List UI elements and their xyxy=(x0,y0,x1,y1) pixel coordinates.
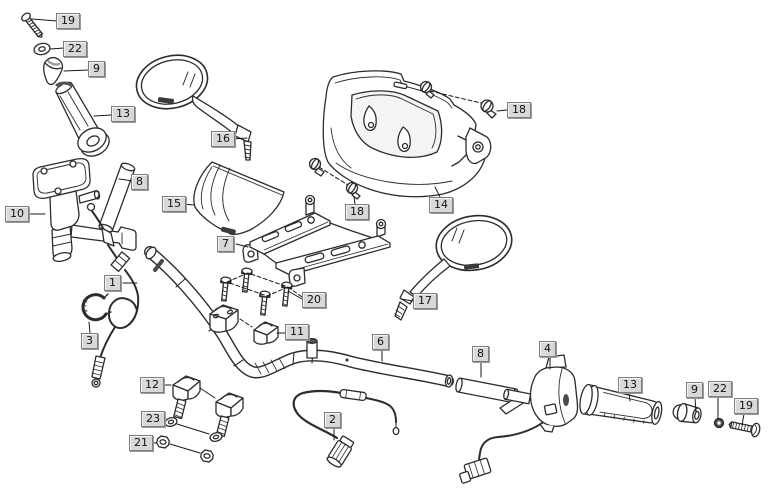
callout-windscreen[interactable]: 15 xyxy=(162,196,186,212)
callout-washer-right[interactable]: 22 xyxy=(708,381,732,397)
callout-bracket[interactable]: 7 xyxy=(217,236,234,252)
windscreen-15-icon xyxy=(193,161,285,236)
callout-clamp-bolts[interactable]: 20 xyxy=(302,292,326,308)
callout-washers[interactable]: 23 xyxy=(141,411,165,427)
callout-handlebar[interactable]: 6 xyxy=(372,334,389,350)
callout-tube-left[interactable]: 8 xyxy=(131,174,148,190)
callout-screw-top-left[interactable]: 19 xyxy=(56,13,80,29)
holders-11-icon xyxy=(209,304,279,345)
callout-nuts[interactable]: 21 xyxy=(129,435,153,451)
washers-23-icon xyxy=(164,417,223,442)
washer-22-right-icon xyxy=(713,417,725,429)
callout-upper-holders[interactable]: 11 xyxy=(285,324,309,340)
screw-19-left-icon xyxy=(21,12,43,38)
bracket-7-icon xyxy=(242,194,391,287)
mirror-17-icon xyxy=(394,214,513,321)
callout-mirror-right[interactable]: 17 xyxy=(413,293,437,309)
grip-13-right-icon xyxy=(579,383,663,425)
callout-cable-bottom[interactable]: 2 xyxy=(324,412,341,428)
grip-end-9-right-icon xyxy=(672,402,702,424)
callout-lower-holders[interactable]: 12 xyxy=(140,377,164,393)
switch-4-icon xyxy=(459,354,579,484)
grip-13-left-icon xyxy=(55,81,110,157)
cable-2-icon xyxy=(292,388,400,468)
clip-3-icon xyxy=(81,293,112,322)
bolts-18-left-icon xyxy=(308,157,361,200)
nuts-21-icon xyxy=(156,435,214,463)
callout-master-cylinder[interactable]: 10 xyxy=(5,206,29,222)
callout-mirror-left[interactable]: 16 xyxy=(211,131,235,147)
tube-8-left-icon xyxy=(98,162,136,233)
cover-14-icon xyxy=(322,70,492,198)
callout-washer-top-left[interactable]: 22 xyxy=(63,41,87,57)
handlebar-6-icon xyxy=(144,246,454,388)
callout-bolts-right[interactable]: 18 xyxy=(507,102,531,118)
callout-grip-right[interactable]: 13 xyxy=(618,377,642,393)
cable-1-icon xyxy=(86,202,140,388)
bolts-18-right-icon xyxy=(419,80,497,119)
callout-grip-end-right[interactable]: 9 xyxy=(686,382,703,398)
callout-grip-left[interactable]: 13 xyxy=(111,106,135,122)
assembly-dashed-lines xyxy=(226,90,482,328)
callout-bolts-left[interactable]: 18 xyxy=(345,204,369,220)
mirror-16-icon xyxy=(135,54,252,161)
callout-grip-end-left[interactable]: 9 xyxy=(88,61,105,77)
callout-cable-left[interactable]: 1 xyxy=(104,275,121,291)
callout-clip[interactable]: 3 xyxy=(81,333,98,349)
callout-switch-housing[interactable]: 4 xyxy=(539,341,556,357)
washer-22-left-icon xyxy=(33,42,51,56)
master-cylinder-10-icon xyxy=(32,157,137,262)
holders-12-icon xyxy=(172,375,244,438)
callout-tube-right[interactable]: 8 xyxy=(472,346,489,362)
leader-lines xyxy=(25,18,745,454)
screw-19-right-icon xyxy=(728,421,761,438)
grip-end-9-left-icon xyxy=(43,56,64,86)
callout-screw-right[interactable]: 19 xyxy=(734,398,758,414)
callout-cover[interactable]: 14 xyxy=(429,197,453,213)
